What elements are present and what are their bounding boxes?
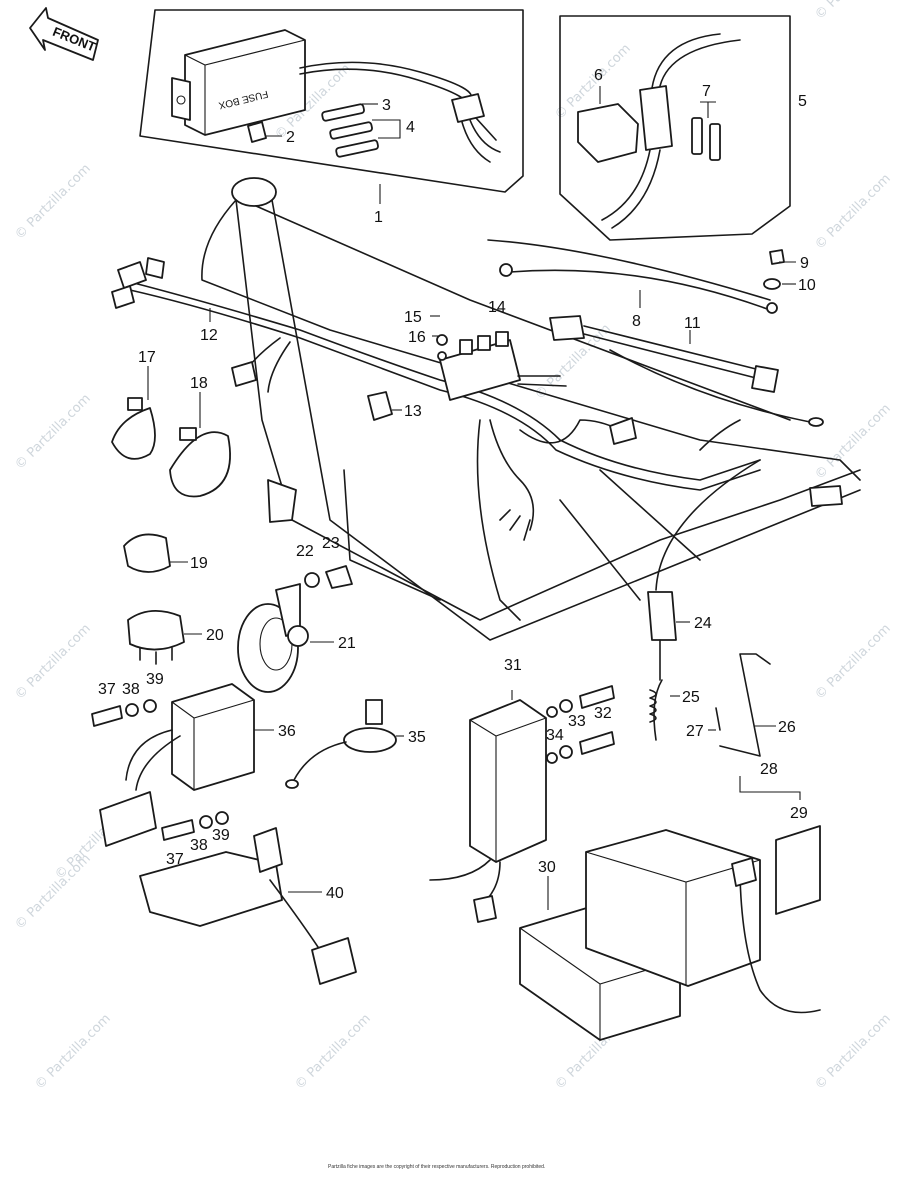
callout-25: 25 (682, 689, 700, 706)
callout-32: 32 (594, 705, 612, 722)
callout-38-a: 38 (122, 681, 140, 698)
frame (201, 177, 861, 641)
callout-33: 33 (568, 713, 586, 730)
callout-15: 15 (404, 309, 422, 326)
front-arrow-icon: FRONT (29, 7, 99, 61)
rod-26 (715, 653, 771, 757)
callout-21: 21 (338, 635, 356, 652)
callout-37-b: 37 (166, 851, 184, 868)
callout-30: 30 (538, 859, 556, 876)
watermark-text: © Partzilla.com (292, 1011, 374, 1093)
bolts-22-23 (304, 565, 353, 589)
callout-27: 27 (686, 723, 704, 740)
callout-35: 35 (408, 729, 426, 746)
callout-38-b: 38 (190, 837, 208, 854)
callout-23: 23 (322, 535, 340, 552)
leader-lines (147, 86, 801, 910)
callout-28: 28 (760, 761, 778, 778)
callout-31: 31 (504, 657, 522, 674)
callout-14: 14 (488, 299, 506, 316)
callout-11: 11 (684, 315, 701, 332)
relay-20 (127, 610, 185, 665)
callout-9: 9 (800, 255, 809, 272)
callout-37-a: 37 (98, 681, 116, 698)
horn (237, 583, 309, 693)
battery-leads (487, 239, 824, 427)
callout-34: 34 (546, 727, 564, 744)
copyright-text: Partzilla fiche images are the copyright… (328, 1164, 545, 1170)
callout-12: 12 (200, 327, 218, 344)
callout-40: 40 (326, 885, 344, 902)
battery (519, 825, 821, 1041)
watermark-text: © Partzilla.com (12, 391, 94, 473)
watermark-text: © Partzilla.com (812, 401, 894, 483)
callout-2: 2 (286, 129, 295, 146)
bracket-40 (139, 811, 357, 985)
fuse-box-assembly-box: FUSE BOX (139, 9, 524, 193)
watermark-text: © Partzilla.com (12, 621, 94, 703)
switch-19 (123, 533, 171, 573)
clamps (111, 397, 231, 498)
callout-1: 1 (374, 209, 383, 226)
callout-29: 29 (790, 805, 808, 822)
watermark-text: © Partzilla.com (812, 621, 894, 703)
callout-10: 10 (798, 277, 816, 294)
callout-20: 20 (206, 627, 224, 644)
callout-5: 5 (798, 93, 807, 110)
callout-26: 26 (778, 719, 796, 736)
callout-3: 3 (382, 97, 391, 114)
callout-24: 24 (694, 615, 712, 632)
callout-39-b: 39 (212, 827, 230, 844)
callout-18: 18 (190, 375, 208, 392)
callout-7: 7 (702, 83, 711, 100)
main-harness (111, 257, 761, 541)
callout-22: 22 (296, 543, 314, 560)
callout-19: 19 (190, 555, 208, 572)
callout-36: 36 (278, 723, 296, 740)
callout-16: 16 (408, 329, 426, 346)
callout-6: 6 (594, 67, 603, 84)
callout-8: 8 (632, 313, 641, 330)
callout-labels: 2 3 4 1 5 6 7 9 10 8 11 14 15 16 12 13 1… (98, 67, 816, 902)
watermark-text: © Partzilla.com (812, 1011, 894, 1093)
sensor-35 (285, 699, 397, 789)
control-unit-31 (429, 685, 615, 923)
control-unit-36 (91, 683, 255, 847)
starter-relay (436, 331, 567, 401)
watermark-text: © Partzilla.com (812, 171, 894, 253)
callout-39-a: 39 (146, 671, 164, 688)
watermark-text: © Partzilla.com (12, 161, 94, 243)
relay-assembly-box (559, 15, 791, 241)
callout-17: 17 (138, 349, 156, 366)
stop-switch (647, 459, 761, 741)
callout-13: 13 (404, 403, 422, 420)
watermark-text: © Partzilla.com (812, 0, 894, 23)
callout-4: 4 (406, 119, 415, 136)
watermark-text: © Partzilla.com (32, 1011, 114, 1093)
